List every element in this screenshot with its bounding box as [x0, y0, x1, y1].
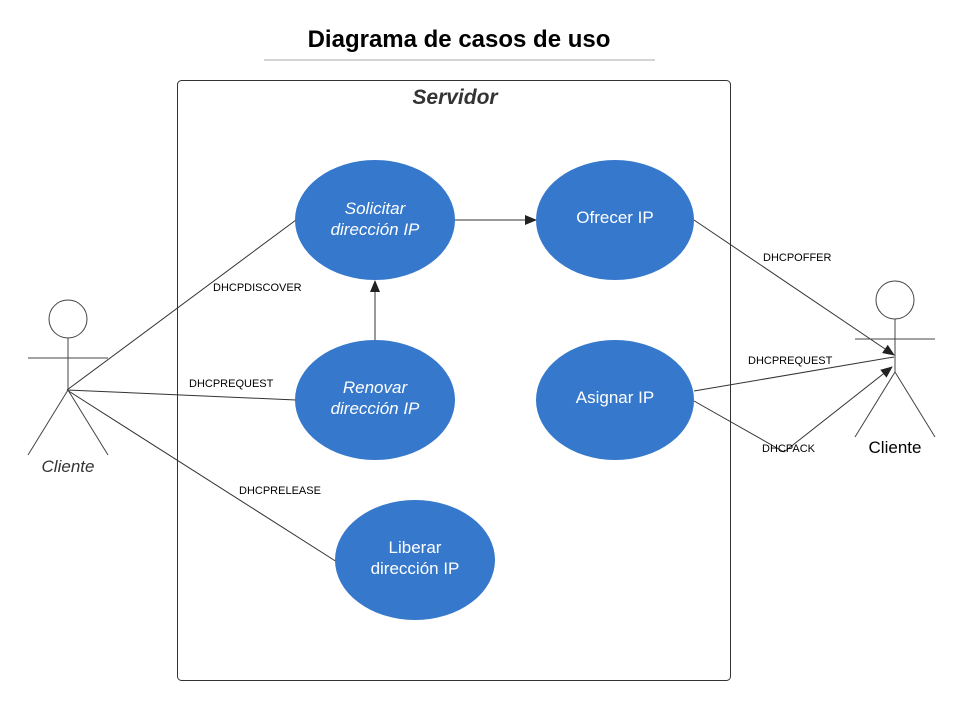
use-case-renovar-line1: Renovar — [343, 378, 409, 397]
use-case-ofrecer[interactable]: Ofrecer IP — [536, 160, 694, 280]
assoc-release-line[interactable] — [66, 389, 338, 563]
system-label: Servidor — [412, 86, 499, 109]
actor-right-head-icon — [875, 280, 915, 320]
use-case-liberar-line2: dirección IP — [371, 559, 460, 578]
actor-right[interactable]: Cliente — [854, 280, 936, 457]
diagram-title: Diagrama de casos de uso — [308, 26, 611, 53]
use-case-solicitar[interactable]: Solicitar dirección IP — [295, 160, 455, 280]
assoc-offer-line[interactable] — [693, 219, 895, 356]
actor-right-label: Cliente — [869, 438, 922, 457]
actor-left-label: Cliente — [42, 457, 95, 476]
assoc-discover-line[interactable] — [66, 219, 297, 391]
msg-dhcprequest-left: DHCPREQUEST — [189, 378, 274, 390]
use-case-asignar[interactable]: Asignar IP — [536, 340, 694, 460]
assoc-ack-line-2[interactable] — [783, 366, 893, 453]
use-case-renovar[interactable]: Renovar dirección IP — [295, 340, 455, 460]
actor-left-head-icon — [48, 299, 88, 339]
assoc-ack-line[interactable] — [693, 400, 785, 453]
use-case-solicitar-line2: dirección IP — [331, 220, 420, 239]
use-case-solicitar-line1: Solicitar — [345, 199, 407, 218]
use-case-ofrecer-label: Ofrecer IP — [576, 208, 653, 227]
assoc-request-right-line[interactable] — [693, 356, 895, 392]
system-boundary[interactable] — [177, 80, 731, 681]
use-case-asignar-label: Asignar IP — [576, 388, 654, 407]
msg-dhcpoffer: DHCPOFFER — [763, 252, 832, 264]
use-case-liberar[interactable]: Liberar dirección IP — [335, 500, 495, 620]
actor-left[interactable]: Cliente — [27, 299, 109, 476]
msg-dhcprequest-right: DHCPREQUEST — [748, 355, 833, 367]
msg-dhcpack: DHCPACK — [762, 443, 816, 455]
msg-dhcprelease: DHCPRELEASE — [239, 485, 321, 497]
use-case-renovar-line2: dirección IP — [331, 399, 420, 418]
msg-dhcpdiscover: DHCPDISCOVER — [213, 282, 302, 294]
assoc-request-left-line[interactable] — [66, 389, 297, 401]
use-case-liberar-line1: Liberar — [389, 538, 442, 557]
